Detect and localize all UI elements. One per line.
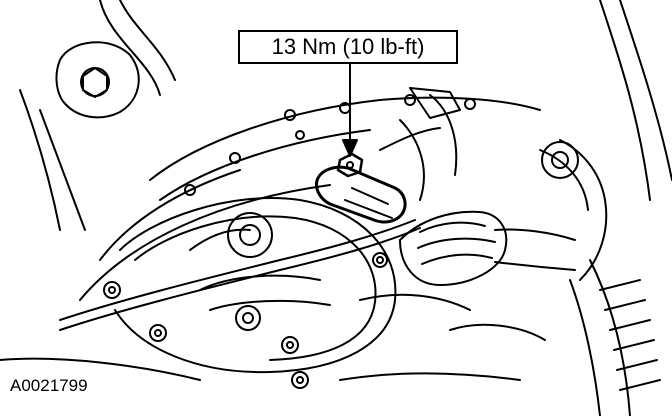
upper-bracket [19,0,176,231]
cv-joint-boot [399,210,576,286]
torque-specification-text: 13 Nm (10 lb-ft) [271,34,425,59]
right-side-components [539,0,672,416]
figure-id-label: A0021799 [10,376,88,395]
callout-leader-arrow [342,63,358,157]
transaxle-case [79,94,541,301]
wiring-harness [59,87,461,331]
case-bolts [103,252,388,389]
differential-housing [114,197,397,374]
torque-specification-callout: 13 Nm (10 lb-ft) [238,30,458,64]
speed-sensor [315,152,407,224]
lower-structure [0,293,546,381]
